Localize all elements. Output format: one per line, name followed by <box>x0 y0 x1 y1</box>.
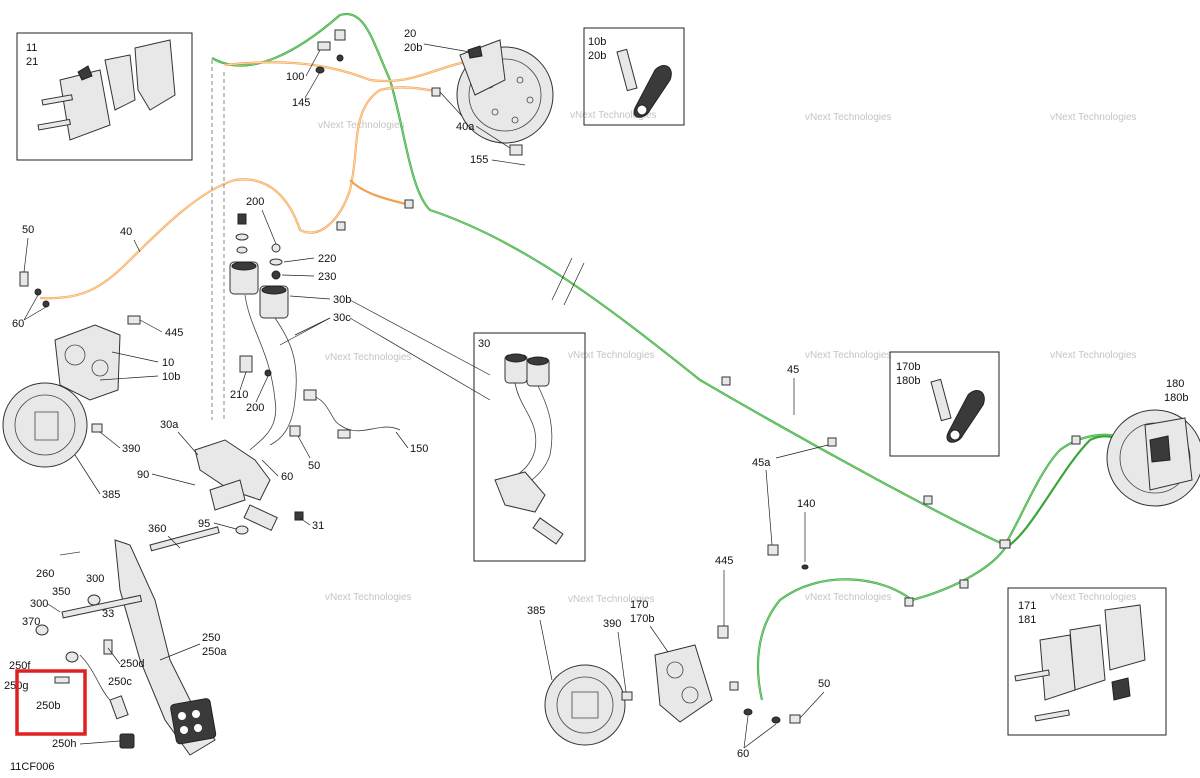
callout-370: 370 <box>22 616 40 628</box>
watermark: vNext Technologies <box>1050 350 1137 361</box>
front-left-brake-170: 385 390 170 170b 445 50 60 <box>527 555 830 760</box>
watermark: vNext Technologies <box>805 350 892 361</box>
callout-350: 350 <box>52 586 70 598</box>
callout-31: 31 <box>312 520 324 532</box>
watermark: vNext Technologies <box>568 594 655 605</box>
callout-60-right: 60 <box>737 748 749 760</box>
brake-light-switch-150: 150 <box>303 389 428 455</box>
callout-180b: 180b <box>1164 392 1188 404</box>
callout-181: 181 <box>1018 614 1036 626</box>
callout-40a: 40a <box>456 121 475 133</box>
left-fittings: 50 60 40 <box>12 224 141 330</box>
callout-390-left: 390 <box>122 443 140 455</box>
brake-pedal-assembly: 360 260 300 350 300 33 370 250 250a 250d… <box>4 523 227 756</box>
callout-250a: 250a <box>202 646 227 658</box>
callout-210: 210 <box>230 389 248 401</box>
callout-360: 360 <box>148 523 166 535</box>
callout-20b: 20b <box>404 42 422 54</box>
callout-50-mid: 50 <box>308 460 320 472</box>
callout-170b-box: 170b <box>896 361 920 373</box>
line-45-labels: 45 45a 140 <box>752 364 829 570</box>
figure-code: 11CF006 <box>10 761 54 773</box>
master-cylinder-box-30: 30 <box>473 332 586 562</box>
callout-250: 250 <box>202 632 220 644</box>
callout-20b-box: 20b <box>588 50 606 62</box>
front-brake-line-45 <box>211 12 1146 701</box>
callout-200-mid: 200 <box>246 402 264 414</box>
callout-10b: 10b <box>162 371 180 383</box>
rear-rotor-385-left: 390 385 <box>2 382 140 501</box>
rear-brake-line-40 <box>39 60 466 300</box>
callout-33: 33 <box>102 608 114 620</box>
watermark: vNext Technologies <box>805 592 892 603</box>
callout-30b: 30b <box>333 294 351 306</box>
callout-170: 170 <box>630 599 648 611</box>
callout-170b-bottom: 170b <box>630 613 654 625</box>
watermark: vNext Technologies <box>570 110 657 121</box>
callout-60-mid: 60 <box>281 471 293 483</box>
bleeder-box-170b-180b: 170b 180b <box>889 351 1000 457</box>
callout-150: 150 <box>410 443 428 455</box>
watermark: vNext Technologies <box>1050 112 1137 123</box>
pad-kit-box-11-21: 11 21 <box>16 32 193 161</box>
callout-60-left: 60 <box>12 318 24 330</box>
callout-50-right: 50 <box>818 678 830 690</box>
master-cylinder-assembly: 200 220 230 30b 30c <box>194 196 491 532</box>
watermarks: vNext Technologies vNext Technologies vN… <box>318 110 1137 605</box>
callout-45: 45 <box>787 364 799 376</box>
callout-220: 220 <box>318 253 336 265</box>
callout-390-right: 390 <box>603 618 621 630</box>
mid-fasteners: 210 200 30a 90 60 50 95 31 <box>137 355 324 535</box>
callout-230: 230 <box>318 271 336 283</box>
callout-385-left: 385 <box>102 489 120 501</box>
callout-250f: 250f <box>9 660 31 672</box>
fasteners-top: 100 145 40a 155 <box>286 29 526 166</box>
callout-95: 95 <box>198 518 210 530</box>
callout-10b-box: 10b <box>588 36 606 48</box>
bleeder-box-10b-20b: 10b 20b <box>583 27 685 126</box>
front-right-brake-180: 180 180b <box>1106 378 1200 507</box>
callout-90: 90 <box>137 469 149 481</box>
callout-445-left: 445 <box>165 327 183 339</box>
callout-250h: 250h <box>52 738 76 750</box>
callout-11: 11 <box>26 42 37 54</box>
watermark: vNext Technologies <box>318 120 405 131</box>
callout-250b: 250b <box>36 700 60 712</box>
callout-300-b: 300 <box>30 598 48 610</box>
callout-30c: 30c <box>333 312 351 324</box>
callout-260: 260 <box>36 568 54 580</box>
callout-45a: 45a <box>752 457 771 469</box>
highlight-box <box>15 669 87 736</box>
callout-445-right: 445 <box>715 555 733 567</box>
callout-171: 171 <box>1018 600 1036 612</box>
callout-100: 100 <box>286 71 304 83</box>
callout-30-box: 30 <box>478 338 490 350</box>
pad-kit-box-171-181: 171 181 <box>1007 587 1167 736</box>
rear-caliper-10: 445 10 10b <box>54 315 183 401</box>
callout-30a: 30a <box>160 419 179 431</box>
watermark: vNext Technologies <box>325 592 412 603</box>
callout-250d: 250d <box>120 658 144 670</box>
callout-40: 40 <box>120 226 132 238</box>
watermark: vNext Technologies <box>568 350 655 361</box>
watermark: vNext Technologies <box>1050 592 1137 603</box>
callout-385-right: 385 <box>527 605 545 617</box>
callout-250c: 250c <box>108 676 132 688</box>
callout-200-top: 200 <box>246 196 264 208</box>
callout-180: 180 <box>1166 378 1184 390</box>
callout-155: 155 <box>470 154 488 166</box>
watermark: vNext Technologies <box>325 352 412 363</box>
callout-300-a: 300 <box>86 573 104 585</box>
callout-50-left: 50 <box>22 224 34 236</box>
callout-145: 145 <box>292 97 310 109</box>
callout-140: 140 <box>797 498 815 510</box>
callout-10: 10 <box>162 357 174 369</box>
front-caliper-20: 20 20b <box>404 28 554 144</box>
callout-21: 21 <box>26 56 38 68</box>
watermark: vNext Technologies <box>805 112 892 123</box>
callout-180b-box: 180b <box>896 375 920 387</box>
callout-20: 20 <box>404 28 416 40</box>
